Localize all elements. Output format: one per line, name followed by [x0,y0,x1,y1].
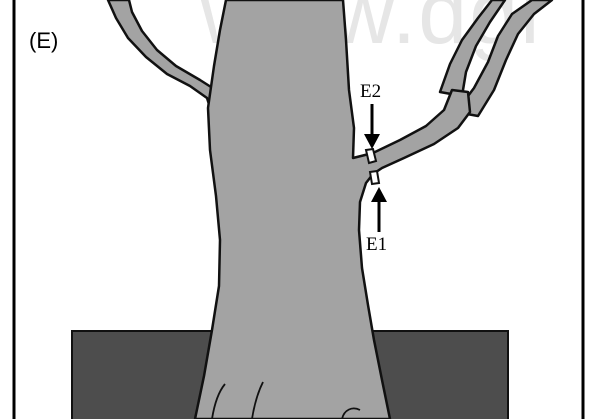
panel-label: (E) [29,28,58,54]
callout-e2: E2 [360,81,381,103]
arrow-e2-head [364,134,380,149]
callout-e1: E1 [366,234,387,256]
notch-cut-upper [366,149,376,163]
arrow-e1-head [371,187,387,202]
notch-cut-lower [370,171,379,184]
